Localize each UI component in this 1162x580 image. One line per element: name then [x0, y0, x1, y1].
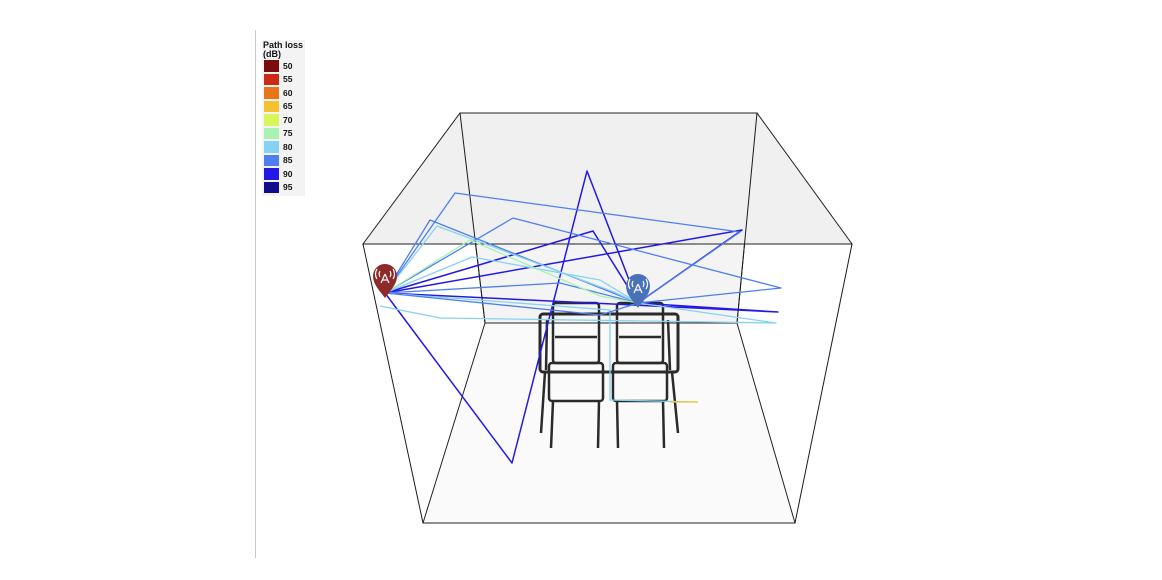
left-front-edge [362, 243, 424, 524]
ray-path [384, 170, 639, 464]
ray-path [384, 217, 782, 304]
legend-swatch [264, 127, 279, 139]
ray-path [384, 225, 639, 304]
ray-path [384, 192, 741, 304]
chair-left [547, 301, 605, 449]
propagation-paths [379, 170, 782, 464]
legend-item: 90 [264, 167, 305, 181]
ray-path [379, 302, 777, 324]
legend-swatch [264, 154, 279, 166]
chair-leg [615, 400, 620, 449]
legend-title-line2: (dB) [263, 49, 281, 59]
legend-item: 65 [264, 100, 305, 114]
right-back-edge [736, 112, 758, 324]
antenna-icon [627, 278, 649, 294]
legend-item: 85 [264, 154, 305, 168]
legend-label: 90 [283, 168, 293, 179]
legend-swatch [264, 114, 279, 126]
ray-path [384, 282, 639, 304]
ray-path [384, 292, 639, 316]
room-box [362, 112, 853, 524]
legend-swatch [264, 60, 279, 72]
table-leg [539, 371, 547, 434]
legend-title-line1: Path loss [263, 40, 304, 50]
legend-label: 75 [283, 128, 293, 139]
legend-label: 60 [283, 87, 293, 98]
legend-item: 60 [264, 86, 305, 100]
legend-label: 70 [283, 114, 293, 125]
legend-label: 65 [283, 101, 293, 112]
transmitter-marker[interactable] [373, 264, 397, 298]
table-top [538, 312, 680, 374]
path-loss-legend: Path loss (dB) 50 55 60 65 70 75 80 85 90 95 [262, 40, 305, 196]
antenna-icon [374, 268, 396, 284]
floor [422, 322, 796, 524]
receiver-marker[interactable] [626, 274, 650, 308]
ray-path [384, 292, 779, 313]
legend-item: 55 [264, 73, 305, 87]
legend-item: 70 [264, 113, 305, 127]
ray-path [384, 239, 639, 304]
legend-label: 55 [283, 74, 293, 85]
legend-swatch [264, 100, 279, 112]
ray-path [384, 292, 698, 403]
legend-label: 85 [283, 155, 293, 166]
legend-label: 95 [283, 182, 293, 193]
chair-leg [549, 400, 555, 449]
ray-path [384, 230, 639, 304]
legend-swatch [264, 73, 279, 85]
legend-label: 50 [283, 60, 293, 71]
chair-seat [547, 361, 605, 403]
legend-swatch [264, 181, 279, 193]
chair-leg [596, 400, 601, 449]
legend-item: 75 [264, 127, 305, 141]
legend-label: 80 [283, 141, 293, 152]
legend-item: 80 [264, 140, 305, 154]
table-leg [666, 319, 672, 371]
legend-item: 50 [264, 59, 305, 73]
legend-swatch [264, 87, 279, 99]
legend-swatch [264, 168, 279, 180]
legend-title: Path loss (dB) [262, 41, 313, 59]
panel-divider [255, 30, 256, 558]
right-front-edge [794, 243, 853, 524]
chair-leg [661, 400, 666, 449]
legend-swatch [264, 141, 279, 153]
legend-item: 95 [264, 181, 305, 195]
